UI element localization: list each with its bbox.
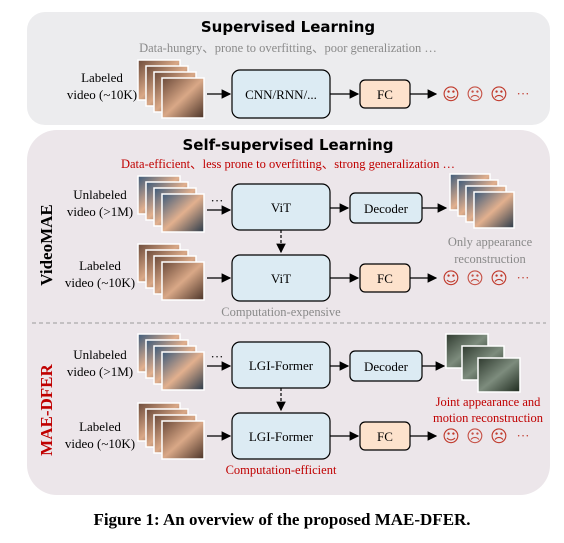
videomae-vit-top-label: ViT [271,200,291,215]
videomae-fc-label: FC [377,271,393,286]
maedfer-recon-note-line2: motion reconstruction [433,411,544,425]
maedfer-unlabeled-frames [137,333,205,391]
happy-face-icon: ☺ [442,269,460,289]
maedfer-labeled-frames [137,402,205,460]
cnn-rnn-label: CNN/RNN/... [245,87,317,102]
maedfer-decoder-label: Decoder [364,359,409,374]
self-supervised-subtitle: Data-efficient、less prone to overfitting… [121,157,455,171]
maedfer-labeled-line2: video (~10K) [65,436,135,451]
videomae-labeled-line2: video (~10K) [65,275,135,290]
maedfer-unlabeled-line1: Unlabeled [73,347,127,362]
sad-face-icon: ☹ [490,85,508,105]
supervised-emotion-outputs: ☺ ☹ ☹ ··· [442,85,529,105]
supervised-title: Supervised Learning [201,18,375,36]
supervised-fc-label: FC [377,87,393,102]
supervised-subtitle: Data-hungry、prone to overfitting、poor ge… [139,41,437,55]
videomae-labeled-line1: Labeled [79,258,121,273]
happy-face-icon: ☺ [442,85,460,105]
neutral-face-icon: ☹ [466,427,484,447]
figure-caption: Figure 1: An overview of the proposed MA… [93,510,471,529]
videomae-unlabeled-frames [137,175,205,233]
overview-figure: Supervised Learning Data-hungry、prone to… [27,12,550,495]
supervised-input-label-line2: video (~10K) [67,87,137,102]
maedfer-unlabeled-line2: video (>1M) [67,364,133,379]
neutral-face-icon: ☹ [466,269,484,289]
videomae-unlabeled-line2: video (>1M) [67,204,133,219]
videomae-recon-note-line1: Only appearance [448,235,533,249]
maedfer-output-ellipsis: ··· [517,428,530,443]
videomae-unlabeled-line1: Unlabeled [73,187,127,202]
happy-face-icon: ☺ [442,427,460,447]
videomae-reconstructed-frames [449,173,515,229]
maedfer-lgi-former-top-label: LGI-Former [249,358,314,373]
maedfer-recon-note-line1: Joint appearance and [436,395,542,409]
videomae-labeled-frames [137,243,205,301]
videomae-output-ellipsis: ··· [517,270,530,285]
videomae-emotion-outputs: ☺ ☹ ☹ ··· [442,269,529,289]
maedfer-lgi-former-bottom-label: LGI-Former [249,429,314,444]
maedfer-labeled-line1: Labeled [79,419,121,434]
supervised-input-label-line1: Labeled [81,70,123,85]
maedfer-fc-label: FC [377,429,393,444]
videomae-cost-note: Computation-expensive [221,305,341,319]
maedfer-section-label: MAE-DFER [37,363,56,455]
neutral-face-icon: ☹ [466,85,484,105]
sad-face-icon: ☹ [490,269,508,289]
maedfer-top-ellipsis: ··· [211,349,224,364]
maedfer-emotion-outputs: ☺ ☹ ☹ ··· [442,427,529,447]
videomae-vit-bottom-label: ViT [271,271,291,286]
sad-face-icon: ☹ [490,427,508,447]
supervised-video-frames [137,59,205,119]
videomae-top-ellipsis: ··· [211,193,224,208]
self-supervised-title: Self-supervised Learning [183,136,394,154]
videomae-recon-note-line2: reconstruction [454,252,526,266]
videomae-decoder-label: Decoder [364,201,409,216]
supervised-output-ellipsis: ··· [517,86,530,101]
videomae-section-label: VideoMAE [37,204,56,286]
maedfer-cost-note: Computation-efficient [226,463,337,477]
maedfer-reconstructed-frames [445,333,521,393]
